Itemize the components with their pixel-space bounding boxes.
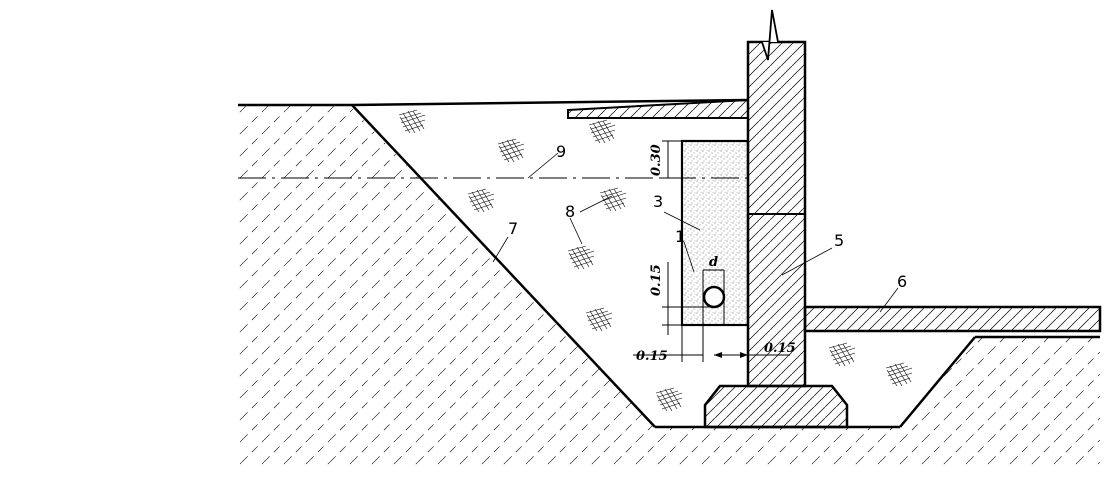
backfill-mark	[467, 188, 495, 213]
dim-arrow	[714, 352, 722, 358]
excavation-right-slope	[899, 336, 976, 428]
leader-1	[683, 241, 695, 273]
dim-right-offset: 0.15	[764, 341, 796, 356]
dim-top-gap: 0.30	[649, 144, 664, 176]
label-9: 9	[556, 142, 566, 161]
label-1: 1	[675, 227, 685, 246]
dim-arrow	[740, 352, 748, 358]
natural-ground-bottom	[240, 337, 1100, 467]
backfill-mark	[588, 119, 616, 144]
label-5: 5	[834, 231, 844, 250]
backfill-mark	[567, 245, 595, 270]
label-8: 8	[565, 202, 575, 221]
floor-slab	[803, 305, 1102, 333]
leader-7	[492, 236, 509, 263]
backfill-mark	[497, 138, 525, 163]
backfill-mark	[585, 307, 613, 332]
label-6: 6	[897, 272, 907, 291]
backfill-mark	[398, 109, 426, 134]
dim-left-offset: 0.15	[636, 349, 668, 364]
dim-pipe-diameter: d	[709, 255, 718, 270]
excavation-slope	[351, 104, 656, 428]
backfill-mark	[885, 362, 913, 387]
dim-pipe-height: 0.15	[649, 264, 664, 296]
backfill-mark	[828, 342, 856, 367]
label-3: 3	[653, 192, 663, 211]
backfill-top-line	[351, 98, 749, 107]
leader-5	[781, 247, 833, 276]
backfill-mark	[655, 387, 683, 412]
leader-8a	[569, 217, 583, 245]
drain-pipe	[702, 285, 726, 309]
leader-6	[879, 287, 899, 313]
leader-8b	[579, 195, 613, 213]
wall-break-mark	[748, 9, 805, 61]
backfill-mark	[599, 187, 627, 212]
leader-3	[663, 211, 701, 231]
natural-ground-left	[238, 106, 655, 467]
leader-9	[527, 152, 559, 179]
label-7: 7	[508, 219, 518, 238]
wall-footing	[703, 384, 849, 429]
